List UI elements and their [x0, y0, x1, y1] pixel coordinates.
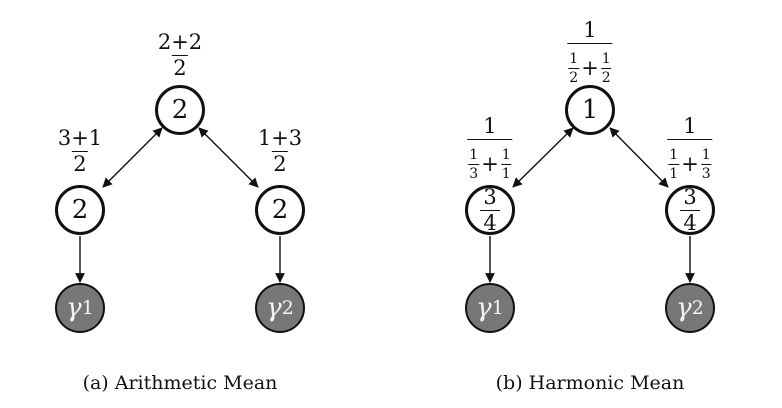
edge-b-top-right — [609, 127, 669, 188]
gamma-symbol: γ — [66, 293, 82, 323]
edge-a-top-left — [102, 127, 163, 188]
b-top-node: 1 — [565, 85, 615, 135]
gamma-symbol: γ — [676, 293, 692, 323]
edge-a-top-right — [198, 127, 259, 188]
gamma-subscript: 2 — [691, 297, 704, 319]
caption-harmonic: (b) Harmonic Mean — [495, 372, 685, 394]
gamma-subscript: 2 — [281, 297, 294, 319]
a-right-node: 2 — [255, 185, 305, 235]
gamma-symbol: γ — [476, 293, 492, 323]
edge-b-top-left — [512, 127, 574, 188]
a-top-node: 2 — [155, 85, 205, 135]
gamma-symbol: γ — [266, 293, 282, 323]
gamma-subscript: 1 — [81, 297, 94, 319]
gamma-subscript: 1 — [491, 297, 504, 319]
caption-arithmetic: (a) Arithmetic Mean — [82, 372, 278, 394]
a-left-node: 2 — [55, 185, 105, 235]
